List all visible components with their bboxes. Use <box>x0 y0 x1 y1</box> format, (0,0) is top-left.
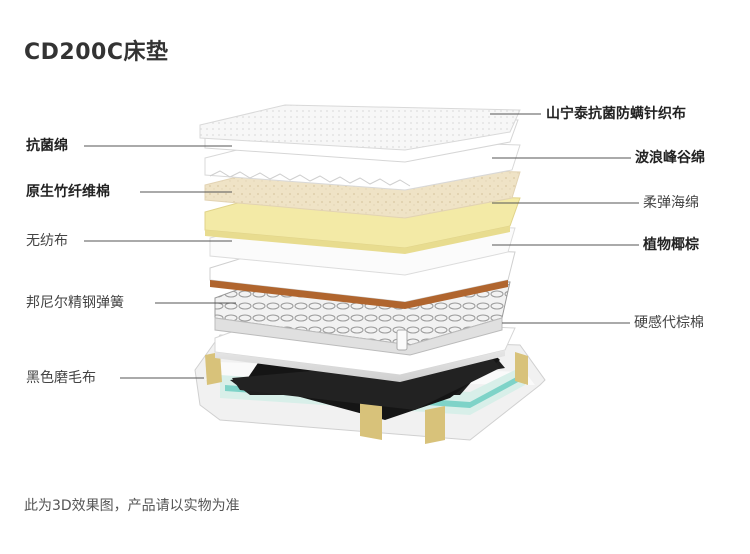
disclaimer-text: 此为3D效果图，产品请以实物为准 <box>24 498 240 514</box>
label-elastic-foam: 柔弹海绵 <box>643 195 699 211</box>
label-knit-fabric: 山宁泰抗菌防螨针织布 <box>546 106 686 122</box>
label-antibacterial-foam: 抗菌绵 <box>26 138 68 154</box>
leader-lines-left <box>84 145 236 379</box>
label-bamboo-fiber: 原生竹纤维棉 <box>26 184 110 200</box>
knit-fabric-layer <box>199 104 521 151</box>
leader-lines-right <box>490 113 639 324</box>
label-plant-coir: 植物椰棕 <box>643 237 699 253</box>
label-black-brushed-fabric: 黑色磨毛布 <box>26 370 96 386</box>
page-title: CD200C床垫 <box>24 40 169 65</box>
label-bonnell-spring: 邦尼尔精钢弹簧 <box>26 295 124 311</box>
label-hard-coir-substitute: 硬感代棕棉 <box>634 315 704 331</box>
label-non-woven: 无纺布 <box>26 233 68 249</box>
label-wave-foam: 波浪峰谷绵 <box>635 150 705 166</box>
